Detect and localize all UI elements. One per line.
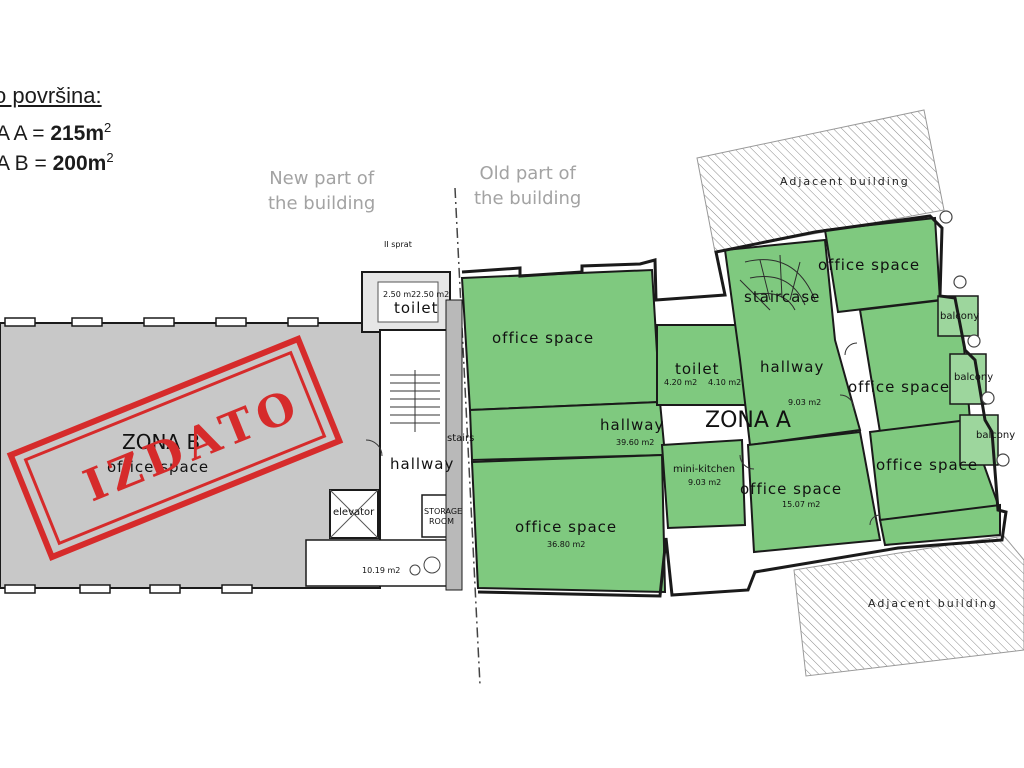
office-area-3680: 36.80 m2 [547, 540, 586, 549]
mini-kitchen-label: mini-kitchen [673, 464, 736, 475]
adjacent-building-top-label: Adjacent building [780, 175, 910, 188]
office-space-label-5: office space [876, 456, 979, 474]
elevator-label: elevator [333, 507, 375, 518]
door-swings [365, 342, 881, 526]
office-area-1507: 15.07 m2 [782, 500, 821, 509]
zone-a-area [460, 216, 1002, 594]
office-space-label-4: office space [848, 378, 951, 396]
new-part-line1: New part of [269, 168, 375, 189]
kitchen-area-903: 9.03 m2 [688, 478, 722, 487]
hallway-main-label: hallway [600, 416, 665, 434]
hallway-right-label: hallway [760, 358, 825, 376]
old-part-line2: the building [474, 188, 582, 209]
office-space-label-1: office space [492, 329, 595, 347]
staircase-label: staircase [744, 288, 821, 306]
toilet-b-area-1: 2.50 m2 [383, 290, 417, 299]
zone-a-area-unit: 2 [104, 120, 112, 135]
zone-b-area-line: A B = 200m2 [0, 150, 114, 176]
office-space-label-2: office space [515, 518, 618, 536]
zone-a-label: ZONA A [705, 408, 791, 433]
zone-b-windows [4, 317, 319, 594]
service-core [305, 271, 457, 587]
office-space-label-b: office space [107, 458, 210, 476]
storage-label-2: ROOM [429, 517, 455, 526]
toilet-label-b: toilet [394, 299, 439, 317]
building-divider-line [454, 187, 481, 686]
balcony-label-3: balcony [976, 430, 1016, 441]
adjacent-building-bottom-label: Adjacent building [868, 597, 998, 610]
toilet-area-410: 4.10 m2 [708, 378, 742, 387]
exterior-markers [939, 210, 1010, 467]
area-heading: o površina: [0, 83, 102, 108]
area-1019: 10.19 m2 [362, 566, 401, 575]
zone-b-area-label: A B = [0, 152, 53, 175]
office-space-label-6: office space [740, 480, 843, 498]
zone-a-area-line: A A = 215m2 [0, 120, 111, 146]
toilet-label-a: toilet [675, 360, 720, 378]
toilet-b-area-2: 2.50 m2 [416, 290, 450, 299]
stairs-block [445, 299, 463, 591]
staircase-spiral [739, 254, 816, 311]
izdato-stamp [6, 335, 344, 561]
old-part-line1: Old part of [479, 163, 576, 184]
balcony-label-2: balcony [954, 372, 994, 383]
zone-b-label: ZONA B [122, 430, 201, 454]
hallway-b-label: hallway [390, 455, 455, 473]
old-part-outline [461, 214, 1008, 598]
new-part-line2: the building [268, 193, 376, 214]
zone-b-area-value: 200m [52, 152, 107, 175]
hallway-area-3960: 39.60 m2 [616, 438, 655, 447]
sprat-label: II sprat [384, 240, 412, 249]
zone-b-area-unit: 2 [106, 150, 114, 165]
zone-a-area-label: A A = [0, 122, 51, 145]
office-space-label-3: office space [818, 256, 921, 274]
hallway-area-903: 9.03 m2 [788, 398, 822, 407]
old-part-label: Old part of the building [474, 161, 581, 211]
adjacent-building-top [696, 109, 945, 253]
new-part-label: New part of the building [268, 166, 375, 216]
storage-label-1: STORAGE [424, 507, 463, 516]
zone-a-area-value: 215m [50, 122, 105, 145]
stairs-label: stairs [447, 433, 475, 444]
balcony-label-1: balcony [940, 311, 980, 322]
toilet-area-420: 4.20 m2 [664, 378, 698, 387]
